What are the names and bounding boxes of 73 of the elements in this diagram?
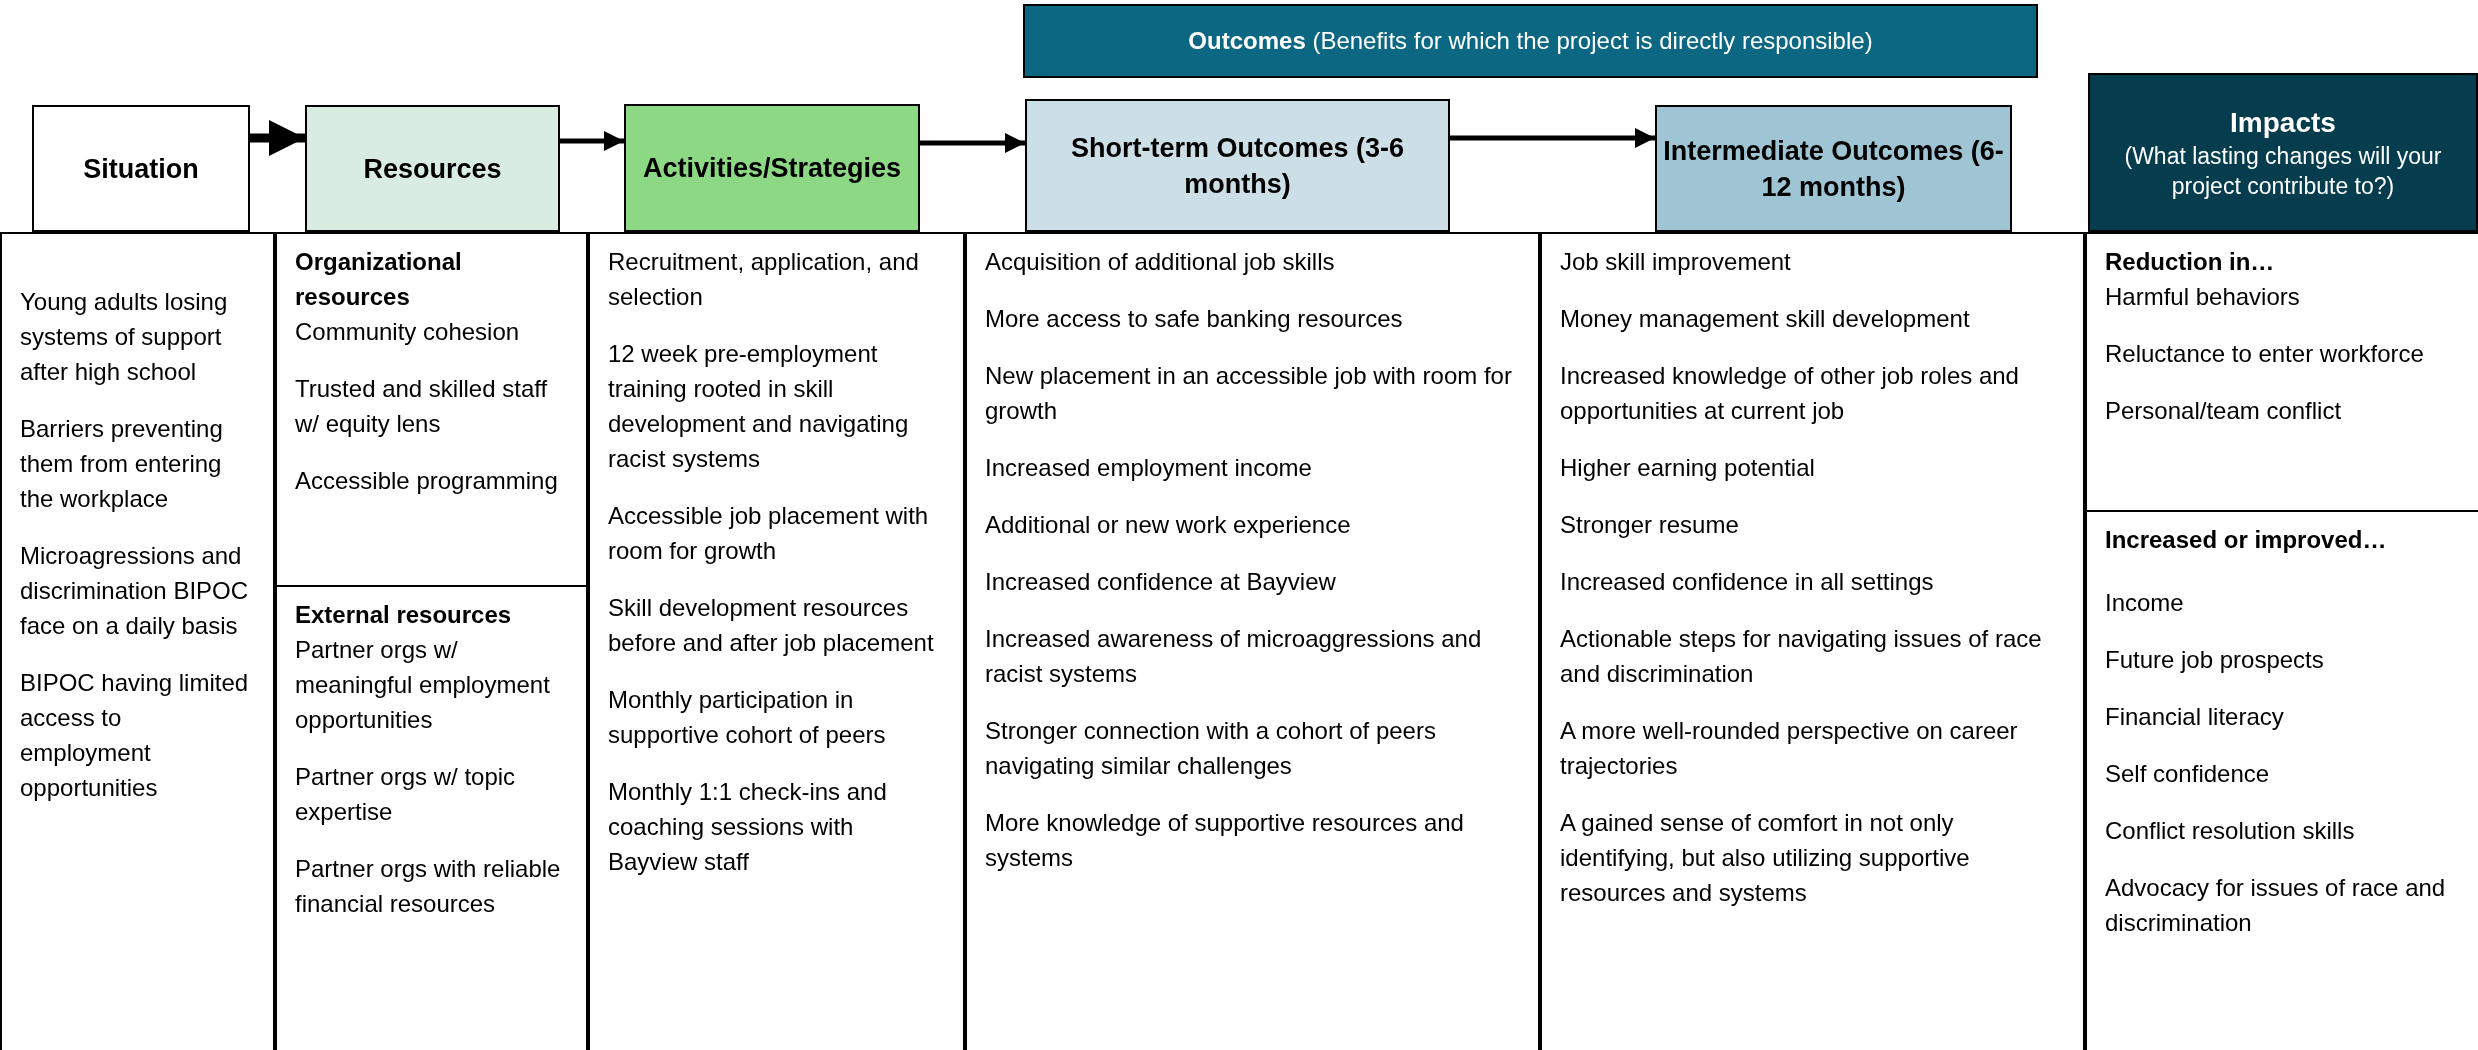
list-item: Accessible programming — [295, 466, 559, 496]
list-item: New placement in an accessible job with room for growth — [985, 361, 1513, 426]
impacts-box — [2088, 73, 2478, 232]
list-item: Future job prospects — [2105, 645, 2325, 675]
list-item: Self confidence — [2105, 759, 2271, 789]
section-heading: Reduction in… — [2105, 247, 2276, 277]
list-item: Acquisition of additional job skills — [985, 247, 1336, 277]
activities-box — [624, 104, 920, 232]
list-item: Skill development resources before and after job placement — [608, 593, 935, 658]
list-item: Increased awareness of microaggressions and racist systems — [985, 624, 1483, 689]
column-heading: Resources — [363, 152, 502, 186]
list-item: Microagressions and discrimination BIPOC face on a daily basis — [20, 541, 250, 641]
section-heading: Organizational resources — [295, 247, 463, 312]
list-item: Partner orgs w/ topic expertise — [295, 762, 517, 827]
column-box — [0, 232, 275, 1050]
column-box — [2085, 232, 2478, 512]
list-item: BIPOC having limited access to employment opportunities — [20, 668, 250, 803]
list-item: Harmful behaviors — [2105, 282, 2301, 312]
column-box — [275, 232, 588, 587]
column-heading: Short-term Outcomes (3-6 months) — [1069, 131, 1406, 201]
list-item: 12 week pre-employment training rooted in skill development and navigating racist systems — [608, 339, 910, 474]
list-item: Personal/team conflict — [2105, 396, 2343, 426]
column-heading: Impacts — [2230, 105, 2336, 140]
list-item: A gained sense of comfort in not only identifying, but also utilizing supportive resources and systems — [1560, 808, 1971, 908]
column-box — [965, 232, 1540, 1050]
list-item: Barriers preventing them from entering the workplace — [20, 414, 224, 514]
arrow — [1450, 128, 1655, 148]
list-item: Increased knowledge of other job roles and opportunities at current job — [1560, 361, 2020, 426]
list-item: Income — [2105, 588, 2185, 618]
list-item: Advocacy for issues of race and discrimination — [2105, 873, 2447, 938]
list-item: Increased confidence at Bayview — [985, 567, 1337, 597]
section-heading: External resources — [295, 600, 513, 630]
list-item: More knowledge of supportive resources and systems — [985, 808, 1465, 873]
list-item: Higher earning potential — [1560, 453, 1816, 483]
list-item: Monthly 1:1 check-ins and coaching sessions with Bayview staff — [608, 777, 888, 877]
section-heading: Increased or improved… — [2105, 525, 2388, 555]
list-item: Job skill improvement — [1560, 247, 1792, 277]
list-item: Increased employment income — [985, 453, 1313, 483]
intermediate-box — [1655, 105, 2012, 232]
list-item: Young adults losing systems of support after high school — [20, 287, 229, 387]
list-item: Community cohesion — [295, 317, 521, 347]
arrow — [560, 131, 624, 151]
list-item: Trusted and skilled staff w/ equity lens — [295, 374, 549, 439]
list-item: Increased confidence in all settings — [1560, 567, 1935, 597]
resources-box — [305, 105, 560, 232]
list-item: Additional or new work experience — [985, 510, 1352, 540]
list-item: Stronger connection with a cohort of peers navigating similar challenges — [985, 716, 1437, 781]
list-item: Conflict resolution skills — [2105, 816, 2356, 846]
column-heading: Situation — [83, 152, 199, 186]
list-item: Accessible job placement with room for growth — [608, 501, 930, 566]
short-term-box — [1025, 99, 1450, 232]
list-item: More access to safe banking resources — [985, 304, 1404, 334]
column-subheading: (What lasting changes will your project contribute to?) — [2123, 141, 2443, 201]
banner-text: Outcomes (Benefits for which the project is directly responsible) — [1188, 27, 1873, 55]
list-item: Financial literacy — [2105, 702, 2285, 732]
list-item: Partner orgs w/ meaningful employment opportunities — [295, 635, 551, 735]
situation-box — [32, 105, 250, 232]
column-heading: Intermediate Outcomes (6-12 months) — [1662, 134, 2005, 204]
column-heading: Activities/Strategies — [642, 152, 902, 185]
arrow — [250, 120, 305, 156]
list-item: Actionable steps for navigating issues of race and discrimination — [1560, 624, 2043, 689]
list-item: Recruitment, application, and selection — [608, 247, 920, 312]
list-item: Partner orgs with reliable financial resources — [295, 854, 562, 919]
column-box — [588, 232, 965, 1050]
list-item: Reluctance to enter workforce — [2105, 339, 2425, 369]
list-item: A more well-rounded perspective on career trajectories — [1560, 716, 2019, 781]
column-box — [275, 585, 588, 1050]
outcomes-banner — [1023, 4, 2038, 78]
list-item: Stronger resume — [1560, 510, 1740, 540]
column-box — [1540, 232, 2085, 1050]
arrow — [920, 133, 1025, 153]
list-item: Money management skill development — [1560, 304, 1971, 334]
list-item: Monthly participation in supportive cohort of peers — [608, 685, 887, 750]
